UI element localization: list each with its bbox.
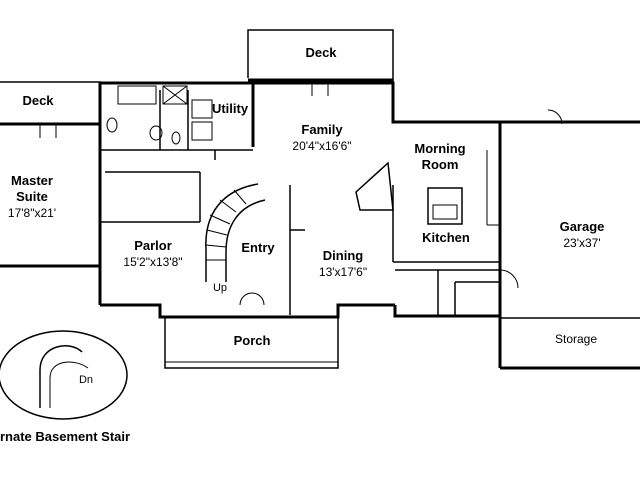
kitchen-label: Kitchen [422,230,470,245]
deck-top-label: Deck [305,45,337,60]
deck-left-label: Deck [22,93,54,108]
house-walls [0,81,640,370]
utility-label: Utility [212,101,249,116]
parlor-dims: 15'2"x13'8" [123,255,182,269]
family-label: Family [301,122,343,137]
master-label: Master [11,173,53,188]
main-stair [205,183,266,282]
storage-label: Storage [555,332,597,346]
master-label-2: Suite [16,189,48,204]
stair-down-label: Dn [79,374,93,386]
garage-label: Garage [560,219,605,234]
doors [39,83,563,306]
porch-label: Porch [234,333,271,348]
inset-caption: rnate Basement Stair [0,429,130,444]
kitchen-fixtures [355,150,500,226]
deck-top [247,29,394,82]
utility-fixtures [106,85,213,145]
entry-label: Entry [241,240,275,255]
family-dims: 20'4"x16'6" [292,139,351,153]
dining-dims: 13'x17'6" [319,265,367,279]
basement-stair-inset [0,330,128,420]
morning-label: Morning [414,141,465,156]
porch [164,317,339,369]
garage-dims: 23'x37' [563,236,600,250]
parlor-label: Parlor [134,238,172,253]
interior-walls [100,90,640,319]
morning-label-2: Room [422,157,459,172]
dining-label: Dining [323,248,363,263]
stair-up-label: Up [213,282,227,294]
master-dims: 17'8"x21' [8,206,56,220]
